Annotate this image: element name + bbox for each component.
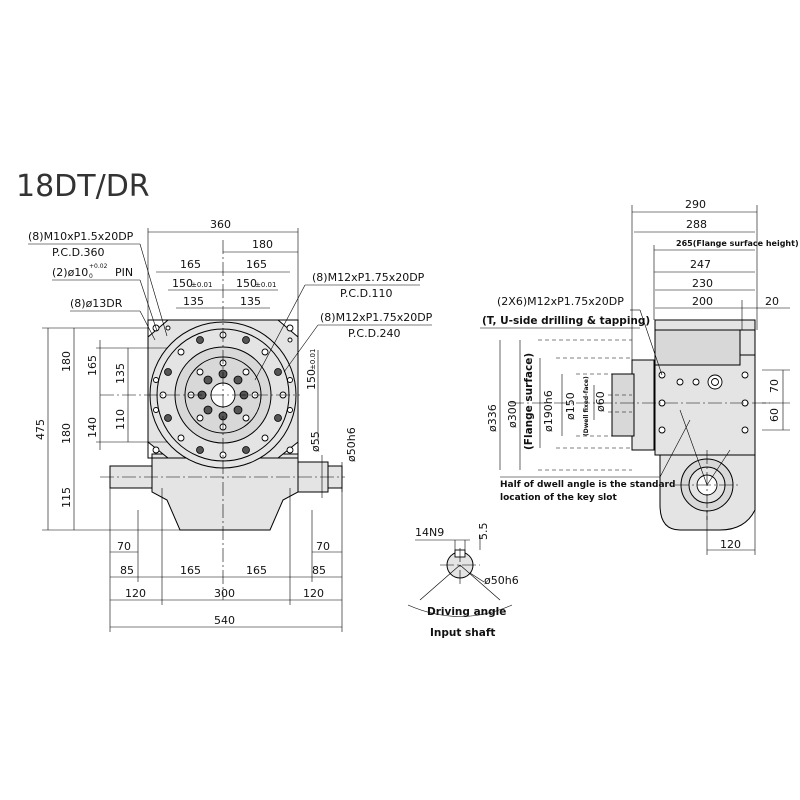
side-shaft-stub bbox=[611, 373, 635, 437]
tol-150a: ±0.01 bbox=[191, 281, 212, 289]
dim-phi50: ø50h6 bbox=[345, 427, 358, 462]
dim-150b: 150 bbox=[236, 277, 257, 290]
shaft-section: 14N9 5.5 ø50h6 Driving angle Input shaft bbox=[407, 523, 519, 639]
front-callouts: (8)M10xP1.5x20DP P.C.D.360 (2)ø10 +0.02 … bbox=[28, 230, 433, 381]
dim-288: 288 bbox=[686, 218, 707, 231]
drawing-title: 18DT/DR bbox=[16, 169, 150, 204]
dim-230: 230 bbox=[692, 277, 713, 290]
dim-v140: 140 bbox=[86, 417, 99, 438]
dim-135b: 135 bbox=[240, 295, 261, 308]
dim-h120a: 120 bbox=[125, 587, 146, 600]
dim-phi55: ø55 bbox=[309, 431, 322, 452]
dim-v70: 70 bbox=[768, 379, 781, 393]
side-boss bbox=[739, 329, 756, 356]
side-flange bbox=[631, 359, 655, 451]
label-m10: (8)M10xP1.5x20DP bbox=[28, 230, 134, 243]
dim-5-5: 5.5 bbox=[477, 523, 490, 541]
dim-20: 20 bbox=[765, 295, 779, 308]
dim-phi150: ø150 bbox=[564, 392, 577, 420]
label-dr13: (8)ø13DR bbox=[70, 297, 123, 310]
dim-135a: 135 bbox=[183, 295, 204, 308]
label-input-shaft: Input shaft bbox=[430, 627, 495, 639]
label-pcd240: P.C.D.240 bbox=[348, 327, 401, 340]
label-pin: (2)ø10 bbox=[52, 266, 88, 279]
label-pin-tol-top: +0.02 bbox=[89, 263, 108, 270]
dim-v135: 135 bbox=[114, 363, 127, 384]
tol-v150: ±0.01 bbox=[309, 349, 317, 370]
dim-165a: 165 bbox=[180, 258, 201, 271]
label-m12c: (2X6)M12xP1.75x20DP bbox=[497, 295, 624, 308]
dim-180: 180 bbox=[252, 238, 273, 251]
corner-holes bbox=[152, 324, 294, 454]
dim-360: 360 bbox=[210, 218, 231, 231]
dim-h540: 540 bbox=[214, 614, 235, 627]
dim-v60: 60 bbox=[768, 408, 781, 422]
side-view bbox=[510, 319, 770, 531]
dim-h300: 300 bbox=[214, 587, 235, 600]
tol-150b: ±0.01 bbox=[255, 281, 276, 289]
dim-phi336: ø336 bbox=[486, 404, 499, 432]
dim-h165a: 165 bbox=[180, 564, 201, 577]
label-dwell-note-1: Half of dwell angle is the standard bbox=[500, 480, 675, 490]
dim-v110: 110 bbox=[114, 409, 127, 430]
label-pin-tol-bottom: 0 bbox=[89, 273, 93, 280]
dim-h70a: 70 bbox=[117, 540, 131, 553]
dim-475: 475 bbox=[34, 419, 47, 440]
lower-housing bbox=[151, 453, 299, 531]
label-pin-suffix: PIN bbox=[115, 266, 133, 279]
dim-h85a: 85 bbox=[120, 564, 134, 577]
label-flange-height: 265(Flange surface height) bbox=[676, 239, 799, 248]
front-dimensions: 360 180 165 165 150 ±0.01 150 ±0.01 135 … bbox=[34, 218, 358, 632]
dim-phi300: ø300 bbox=[506, 400, 519, 428]
side-callouts: (2X6)M12xP1.75x20DP (T, U-side drilling … bbox=[480, 295, 691, 503]
dim-247: 247 bbox=[690, 258, 711, 271]
label-driving-angle: Driving angle bbox=[427, 606, 506, 618]
label-dwell-fixed: (Dwell fixed-face) bbox=[583, 376, 590, 436]
label-m12a: (8)M12xP1.75x20DP bbox=[312, 271, 425, 284]
dim-200: 200 bbox=[692, 295, 713, 308]
dim-290: 290 bbox=[685, 198, 706, 211]
label-flange-surface: (Flange surface) bbox=[523, 353, 535, 450]
side-dimensions: 290 288 265(Flange surface height) 247 2… bbox=[486, 198, 799, 555]
side-body-upper bbox=[654, 329, 741, 366]
dim-v150: 150 bbox=[305, 369, 318, 390]
label-dwell-note-2: location of the key slot bbox=[500, 493, 617, 503]
dim-phi60: ø60 bbox=[594, 391, 607, 412]
dim-v115: 115 bbox=[60, 487, 73, 508]
label-pcd360: P.C.D.360 bbox=[52, 246, 105, 259]
dim-h70b: 70 bbox=[316, 540, 330, 553]
dim-150a: 150 bbox=[172, 277, 193, 290]
dim-v180b: 180 bbox=[60, 423, 73, 444]
label-tu-side: (T, U-side drilling & tapping) bbox=[482, 315, 650, 327]
front-view bbox=[100, 240, 345, 600]
dim-h165b: 165 bbox=[246, 564, 267, 577]
dim-h85b: 85 bbox=[312, 564, 326, 577]
dim-165b: 165 bbox=[246, 258, 267, 271]
dim-side-120: 120 bbox=[720, 538, 741, 551]
dim-v165: 165 bbox=[86, 355, 99, 376]
label-pcd110: P.C.D.110 bbox=[340, 287, 393, 300]
dim-v180a: 180 bbox=[60, 351, 73, 372]
dim-shaft-phi50: ø50h6 bbox=[484, 574, 519, 587]
label-m12b: (8)M12xP1.75x20DP bbox=[320, 311, 433, 324]
dim-phi190: ø190h6 bbox=[542, 390, 555, 432]
dim-h120b: 120 bbox=[303, 587, 324, 600]
dim-14n9: 14N9 bbox=[415, 526, 444, 539]
